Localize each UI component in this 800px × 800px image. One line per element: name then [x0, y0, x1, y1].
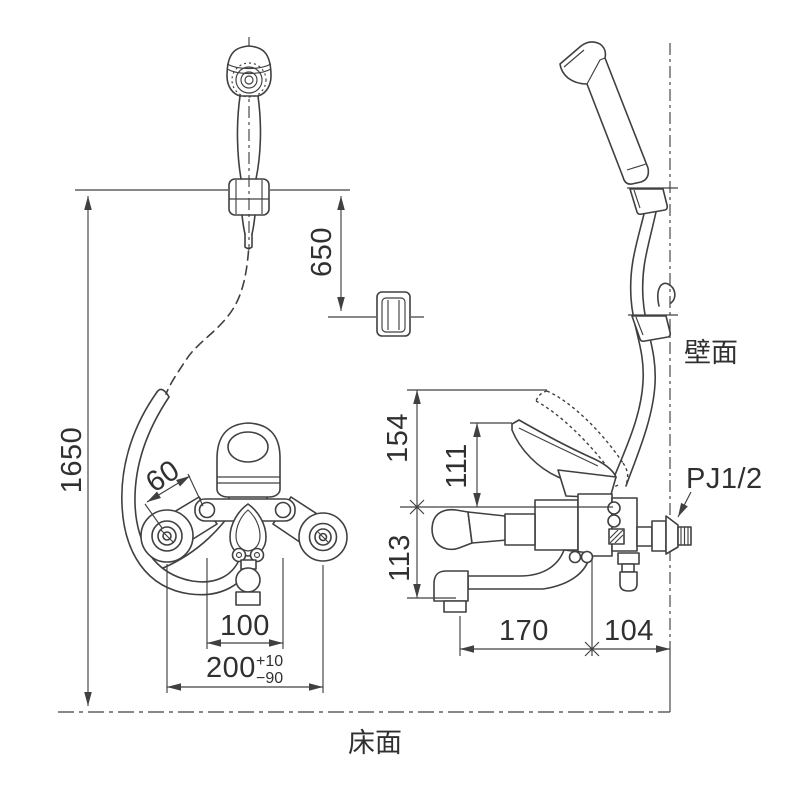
dim-label-100: 100 — [220, 610, 270, 642]
dim-60 — [144, 473, 204, 529]
dim-100 — [206, 558, 284, 649]
spout-side — [433, 549, 594, 613]
dim-113 — [409, 499, 425, 598]
dim-label-170: 170 — [499, 615, 549, 647]
inlet-left — [198, 501, 216, 519]
oblique-tick — [584, 641, 600, 657]
lever-raised-dotted — [535, 390, 629, 491]
wall-flange-left — [140, 509, 194, 563]
wall-label: 壁面 — [684, 338, 738, 368]
dim-label-650: 650 — [306, 227, 338, 277]
dim-label-60: 60 — [140, 454, 185, 499]
faucet-front — [140, 422, 348, 606]
lever-handle-front — [216, 422, 281, 498]
escutcheon — [665, 515, 679, 555]
body-center — [577, 493, 613, 557]
hanger-lower-side — [628, 314, 678, 343]
hanger-upper-side — [627, 187, 678, 216]
shower-head-front — [226, 45, 272, 250]
pj-label: PJ1/2 — [686, 463, 763, 495]
spout-outlet — [443, 600, 467, 613]
handle-hole — [227, 431, 269, 463]
spray-face-dots — [231, 62, 267, 98]
hanger-upper-front — [228, 178, 270, 216]
dim-label-154: 154 — [382, 413, 414, 463]
dim-label-104: 104 — [604, 615, 654, 647]
hanger-hook-curl — [657, 282, 676, 307]
side-view — [431, 41, 692, 613]
dim-label-113: 113 — [384, 534, 416, 582]
shower-outlet-thread — [608, 528, 625, 545]
dim-label-1650: 1650 — [56, 427, 88, 494]
shower-hose-side — [612, 211, 676, 487]
dim-label-200-tol-minus: −90 — [256, 670, 283, 687]
dim-200 — [166, 564, 324, 693]
dim-label-111: 111 — [441, 443, 473, 489]
hanger-lower-front — [328, 291, 424, 337]
wall-connection — [636, 515, 692, 555]
dim-170-104 — [459, 558, 670, 657]
faucet-side — [431, 390, 692, 613]
hose-nipple — [244, 233, 253, 250]
check-valve — [617, 552, 640, 592]
oblique-tick — [409, 499, 425, 515]
front-view — [75, 37, 424, 606]
labels: 1650 650 60 100 200 +10 −90 154 111 113 … — [56, 227, 763, 758]
dim-label-200: 200 — [206, 652, 256, 684]
floor-label: 床面 — [348, 728, 402, 758]
wall-flange-right — [298, 512, 348, 562]
temp-knob — [431, 508, 536, 551]
spout-ornament-front — [229, 503, 267, 606]
dim-label-200-tol-plus: +10 — [256, 653, 283, 670]
dimensions — [58, 196, 692, 713]
inlet-right — [274, 501, 292, 519]
hose-ball-joint — [235, 567, 261, 593]
pj-leader — [677, 491, 692, 518]
shower-head-side — [559, 41, 650, 185]
